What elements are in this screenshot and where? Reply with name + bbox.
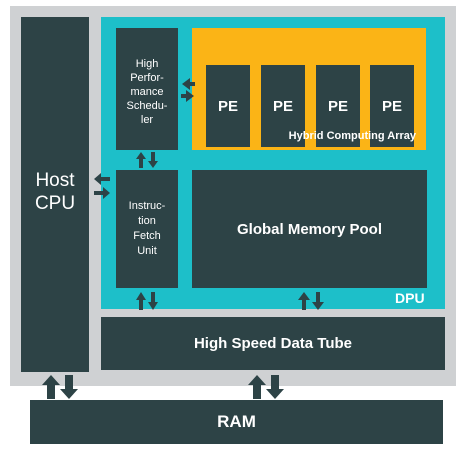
global-memory-pool-block: Global Memory Pool	[192, 170, 427, 288]
fetch-unit-label-line-3: Fetch	[133, 230, 161, 242]
fetch-tube-arrows-icon	[136, 292, 158, 310]
fetch-unit-label-line-1: Instruc-	[128, 200, 166, 212]
fetch-unit-label-line-4: Unit	[137, 245, 157, 257]
data-tube-block: High Speed Data Tube	[101, 317, 445, 370]
tube-ram-arrows-icon	[248, 375, 284, 399]
host-cpu-label-line-1: Host	[35, 169, 75, 191]
pe-unit-1: PE	[206, 65, 250, 147]
host-cpu-label-line-2: CPU	[34, 192, 76, 214]
pe-unit-2: PE	[261, 65, 305, 147]
scheduler-label-line-5: ler	[140, 114, 154, 126]
scheduler-pe-arrows-icon	[181, 78, 195, 102]
host-fetch-arrows-icon	[94, 173, 110, 199]
scheduler-label-line-4: Schedu-	[126, 100, 168, 112]
fetch-unit-label-line-2: tion	[138, 215, 156, 227]
pe-unit-3: PE	[316, 65, 360, 147]
hybrid-computing-array: PE PE PE PE Hybrid Computing Array	[192, 28, 426, 150]
pe-unit-4: PE	[370, 65, 414, 147]
hybrid-array-label: Hybrid Computing Array	[288, 130, 416, 142]
ram-block: RAM	[30, 400, 443, 444]
dpu-label: DPU	[395, 290, 425, 306]
scheduler-label-line-3: mance	[130, 86, 164, 98]
host-cpu-block: Host CPU	[21, 17, 89, 372]
scheduler-fetch-arrows-icon	[136, 152, 158, 168]
cpu-ram-arrows-icon	[42, 375, 78, 399]
scheduler-block: High Perfor- mance Schedu- ler	[116, 28, 178, 150]
memory-tube-arrows-icon	[298, 292, 324, 310]
fetch-unit-block: Instruc- tion Fetch Unit	[116, 170, 178, 288]
scheduler-label-line-1: High	[135, 58, 159, 70]
scheduler-label-line-2: Perfor-	[130, 72, 164, 84]
